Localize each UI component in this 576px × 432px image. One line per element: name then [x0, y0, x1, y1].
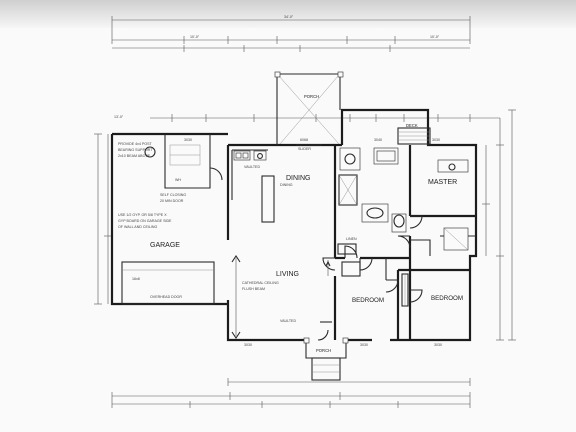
svg-text:VAULTED: VAULTED — [280, 319, 296, 323]
room-label-master: MASTER — [428, 179, 457, 186]
deck-area — [397, 127, 431, 145]
space-label-porch-front: PORCH — [316, 348, 331, 353]
svg-text:2x10 BEAM ABOVE: 2x10 BEAM ABOVE — [118, 154, 151, 158]
svg-text:SLIDER: SLIDER — [298, 147, 311, 151]
svg-text:3030: 3030 — [184, 138, 192, 142]
svg-text:LINEN: LINEN — [346, 237, 357, 241]
svg-text:FLUSH BEAM: FLUSH BEAM — [242, 287, 265, 291]
svg-text:OVERHEAD DOOR: OVERHEAD DOOR — [150, 295, 182, 299]
door-swings — [322, 215, 423, 303]
svg-text:20 MIN DOOR: 20 MIN DOOR — [160, 199, 184, 203]
svg-text:13'-0": 13'-0" — [114, 115, 124, 119]
room-label-living: LIVING — [276, 271, 299, 278]
svg-text:10'-0": 10'-0" — [190, 35, 200, 39]
interior-walls — [333, 145, 476, 340]
svg-text:3040: 3040 — [374, 138, 382, 142]
svg-text:16x8: 16x8 — [132, 277, 140, 281]
bathroom-fixtures — [338, 147, 469, 251]
dimension-lines-bottom — [111, 378, 471, 408]
porch-top-area — [274, 71, 344, 145]
window-callouts: 3030 6068 3040 3030 3030 3030 3030 13'-0… — [114, 15, 442, 347]
svg-text:USE 1/2 GYP. OR 5/8 TYPE X: USE 1/2 GYP. OR 5/8 TYPE X — [118, 213, 167, 217]
svg-text:BEARING SUPPORT: BEARING SUPPORT — [118, 148, 153, 152]
space-label-porch-top: PORCH — [304, 94, 319, 99]
svg-text:10'-0": 10'-0" — [430, 35, 440, 39]
dimension-lines-sides — [94, 109, 516, 341]
svg-text:SELF CLOSING: SELF CLOSING — [160, 193, 186, 197]
svg-text:DINING: DINING — [280, 183, 293, 187]
garage-area: 16x8 OVERHEAD DOOR PROVIDE 4x4 POST BEAR… — [118, 134, 223, 305]
space-label-deck: DECK — [406, 123, 418, 128]
living-area: CATHEDRAL CEILING FLUSH BEAM VAULTED DIN… — [231, 183, 331, 339]
drawing-sheet — [0, 28, 576, 432]
room-label-garage: GARAGE — [150, 242, 180, 249]
svg-text:GYP BOARD ON GARAGE SIDE: GYP BOARD ON GARAGE SIDE — [118, 219, 172, 223]
svg-text:3030: 3030 — [434, 343, 442, 347]
kitchen-area: VAULTED SLIDER — [231, 144, 322, 223]
svg-text:34'-0": 34'-0" — [284, 15, 294, 19]
svg-text:PROVIDE 4x4 POST: PROVIDE 4x4 POST — [118, 142, 153, 146]
dimension-lines-top — [111, 16, 500, 122]
svg-text:VAULTED: VAULTED — [244, 165, 260, 169]
svg-text:CATHEDRAL CEILING: CATHEDRAL CEILING — [242, 281, 279, 285]
svg-text:OF WALL AND CEILING: OF WALL AND CEILING — [118, 225, 157, 229]
room-label-bedroom-left: BEDROOM — [352, 297, 384, 304]
svg-text:WH: WH — [175, 178, 181, 182]
room-label-bedroom-right: BEDROOM — [431, 295, 463, 302]
window-top-bar — [0, 0, 576, 28]
svg-text:3030: 3030 — [432, 138, 440, 142]
svg-text:3030: 3030 — [244, 343, 252, 347]
room-label-dining: DINING — [286, 175, 311, 182]
svg-text:3030: 3030 — [360, 343, 368, 347]
svg-text:6068: 6068 — [300, 138, 308, 142]
porch-front-area — [303, 321, 349, 381]
